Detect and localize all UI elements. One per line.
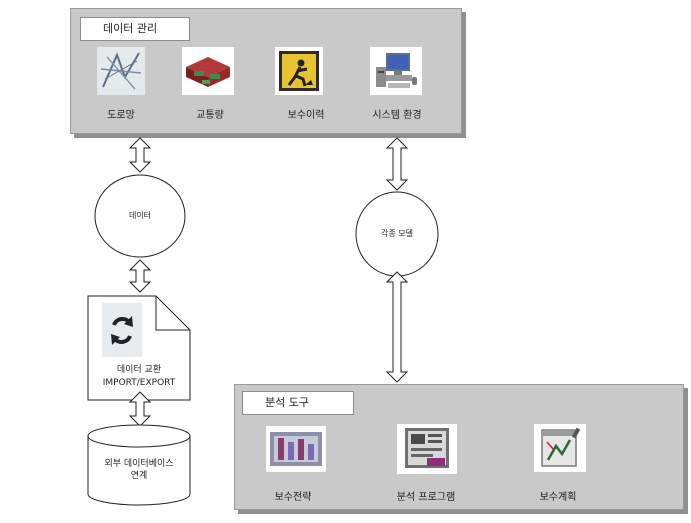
- exchange-label-line1: 데이터 교환: [116, 365, 162, 375]
- repair-history-icon: [275, 47, 323, 95]
- system-settings-icon: [370, 47, 422, 95]
- repair-history-label: 보수이력: [287, 110, 325, 121]
- double-arrow-models-analysis: [385, 271, 409, 383]
- double-arrow-data-exchange: [128, 259, 152, 293]
- exchange-label-line2: IMPORT/EXPORT: [102, 378, 176, 388]
- refresh-icon: [102, 303, 142, 357]
- models-node-label: 각종 모델: [381, 229, 413, 238]
- external-db-node: [87, 424, 191, 506]
- data-node: [94, 174, 186, 258]
- road-network-label: 도로망: [107, 110, 135, 121]
- data-node-label: 데이터: [128, 211, 152, 220]
- double-arrow-models-top: [385, 137, 409, 191]
- repair-plan-icon: [534, 424, 586, 472]
- analysis-tools-title: 분석 도구: [242, 391, 354, 415]
- external-db-label-line1: 외부 데이터베이스: [104, 459, 174, 469]
- repair-strategy-icon: [266, 426, 326, 472]
- repair-strategy-label: 보수전략: [274, 492, 312, 503]
- road-network-icon: [97, 47, 145, 95]
- traffic-volume-label: 교통량: [196, 110, 224, 121]
- traffic-volume-icon: [182, 47, 234, 95]
- data-management-title: 데이터 관리: [80, 17, 190, 41]
- repair-plan-label: 보수계획: [539, 492, 577, 503]
- analysis-program-label: 분석 프로그램: [396, 492, 456, 503]
- analysis-program-icon: [397, 424, 457, 474]
- double-arrow-data-top: [128, 137, 152, 173]
- system-settings-label: 시스템 환경: [372, 110, 422, 121]
- external-db-label-line2: 연계: [130, 471, 148, 481]
